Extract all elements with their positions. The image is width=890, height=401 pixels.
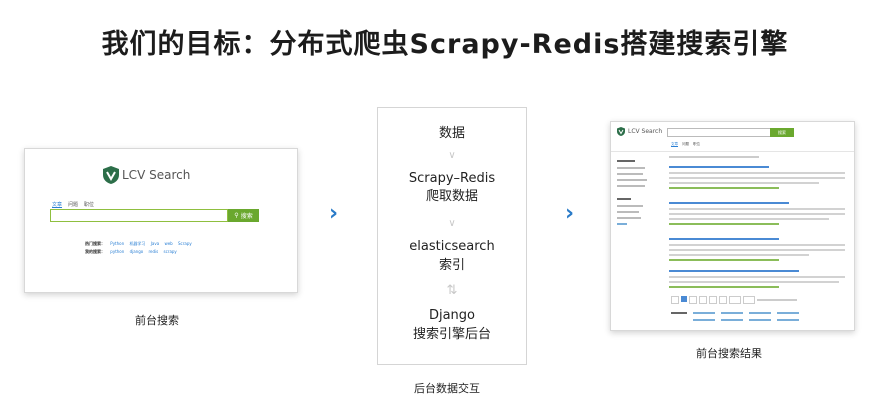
chevron-down-icon: ∨: [448, 150, 456, 161]
page-button[interactable]: [709, 296, 717, 304]
result-title[interactable]: [669, 166, 769, 168]
hot-link[interactable]: Python: [110, 241, 125, 246]
pagination: [671, 296, 797, 304]
divider: [611, 151, 854, 152]
tab-questions[interactable]: 问题: [682, 142, 689, 146]
result-snippet: [669, 249, 845, 251]
tab-articles[interactable]: 文章: [52, 202, 63, 208]
my-search-link[interactable]: django: [129, 249, 144, 254]
results-search-input[interactable]: [667, 128, 771, 137]
page-button[interactable]: [719, 296, 727, 304]
filter-item[interactable]: [617, 179, 647, 181]
related-link[interactable]: [693, 312, 715, 314]
page-button[interactable]: [689, 296, 697, 304]
result-snippet: [669, 182, 819, 184]
related-link[interactable]: [749, 319, 771, 321]
page-button[interactable]: [729, 296, 741, 304]
filter-item[interactable]: [617, 167, 645, 169]
result-snippet: [669, 177, 845, 179]
search-input[interactable]: [50, 209, 228, 222]
result-meta: [669, 223, 779, 225]
filter-heading: [617, 198, 631, 200]
search-logo: LCV Search: [103, 166, 190, 184]
search-button[interactable]: ⚲ 搜索: [228, 209, 259, 222]
flow-node-crawl: 爬取数据: [425, 189, 478, 204]
swap-vertical-icon: ⇅: [446, 283, 458, 298]
front-search-caption: 前台搜索: [135, 314, 179, 327]
result-title[interactable]: [669, 202, 789, 204]
flow-node-elasticsearch: elasticsearch: [409, 239, 495, 254]
filter-item[interactable]: [617, 173, 643, 175]
flow-node-data: 数据: [438, 126, 465, 141]
filter-item[interactable]: [617, 223, 627, 225]
result-snippet: [669, 254, 809, 256]
backend-caption: 后台数据交互: [414, 382, 480, 395]
page-title: 我们的目标：分布式爬虫Scrapy-Redis搭建搜索引擎: [101, 29, 789, 60]
result-meta: [669, 286, 779, 288]
result-title[interactable]: [669, 270, 799, 272]
result-snippet: [669, 213, 845, 215]
page-info: [757, 299, 797, 301]
logo-text: LCV Search: [122, 168, 191, 182]
results-tabs: 文章 问题 职位: [671, 142, 700, 147]
related-link[interactable]: [693, 319, 715, 321]
tab-articles[interactable]: 文章: [671, 142, 678, 146]
flow-node-scrapy-redis: Scrapy–Redis: [408, 171, 496, 186]
hot-search-row: 热门搜索： Python 机器学习 Java web Scrapy: [85, 241, 192, 246]
result-snippet: [669, 244, 845, 246]
related-link[interactable]: [721, 312, 743, 314]
related-heading: [671, 312, 687, 314]
result-snippet: [669, 276, 845, 278]
flow-node-index: 索引: [438, 258, 465, 273]
my-search-link[interactable]: scrapy: [163, 249, 177, 254]
my-search-link[interactable]: python: [110, 249, 125, 254]
related-link[interactable]: [777, 312, 799, 314]
tab-jobs[interactable]: 职位: [693, 142, 700, 146]
search-tabs: 文章 问题 职位: [52, 201, 94, 208]
related-link[interactable]: [721, 319, 743, 321]
tab-questions[interactable]: 问题: [68, 202, 79, 208]
filter-item[interactable]: [617, 211, 639, 213]
filter-item[interactable]: [617, 205, 643, 207]
result-count: [669, 156, 759, 158]
result-snippet: [669, 208, 845, 210]
page-button[interactable]: [699, 296, 707, 304]
result-snippet: [669, 281, 839, 283]
result-meta: [669, 187, 779, 189]
search-home-screenshot: LCV Search 文章 问题 职位 ⚲ 搜索 热门搜索： Python 机器…: [24, 148, 298, 293]
chevron-right-icon: ›: [329, 201, 339, 226]
chevron-down-icon: ∨: [448, 218, 456, 229]
result-snippet: [669, 172, 845, 174]
result-meta: [669, 259, 779, 261]
filter-item[interactable]: [617, 217, 641, 219]
backend-flow-box: 数据 ∨ Scrapy–Redis 爬取数据 ∨ elasticsearch 索…: [377, 107, 527, 365]
result-title[interactable]: [669, 238, 779, 240]
hot-link[interactable]: web: [164, 241, 173, 246]
search-results-screenshot: LCV Search 搜索 文章 问题 职位: [610, 121, 855, 331]
result-snippet: [669, 218, 829, 220]
my-search-row: 我的搜索： python django redis scrapy: [85, 249, 177, 254]
chevron-right-icon: ›: [565, 201, 575, 226]
results-caption: 前台搜索结果: [696, 347, 762, 360]
related-link[interactable]: [777, 319, 799, 321]
filter-item[interactable]: [617, 185, 645, 187]
tab-jobs[interactable]: 职位: [84, 202, 95, 208]
hot-link[interactable]: Scrapy: [178, 241, 192, 246]
my-search-link[interactable]: redis: [148, 249, 159, 254]
shield-logo-icon: [617, 127, 625, 136]
shield-logo-icon: [103, 166, 119, 184]
search-icon: ⚲: [234, 212, 239, 219]
flow-node-search-backend: 搜索引擎后台: [412, 327, 491, 342]
page-button[interactable]: [671, 296, 679, 304]
logo-text: LCV Search: [628, 128, 663, 135]
results-logo: LCV Search: [617, 127, 662, 136]
page-button-active[interactable]: [681, 296, 687, 302]
hot-link[interactable]: Java: [150, 241, 160, 246]
flow-node-django: Django: [428, 308, 476, 323]
related-link[interactable]: [749, 312, 771, 314]
results-search-button[interactable]: 搜索: [770, 128, 794, 137]
page-button[interactable]: [743, 296, 755, 304]
filter-heading: [617, 160, 635, 162]
hot-link[interactable]: 机器学习: [129, 241, 146, 246]
